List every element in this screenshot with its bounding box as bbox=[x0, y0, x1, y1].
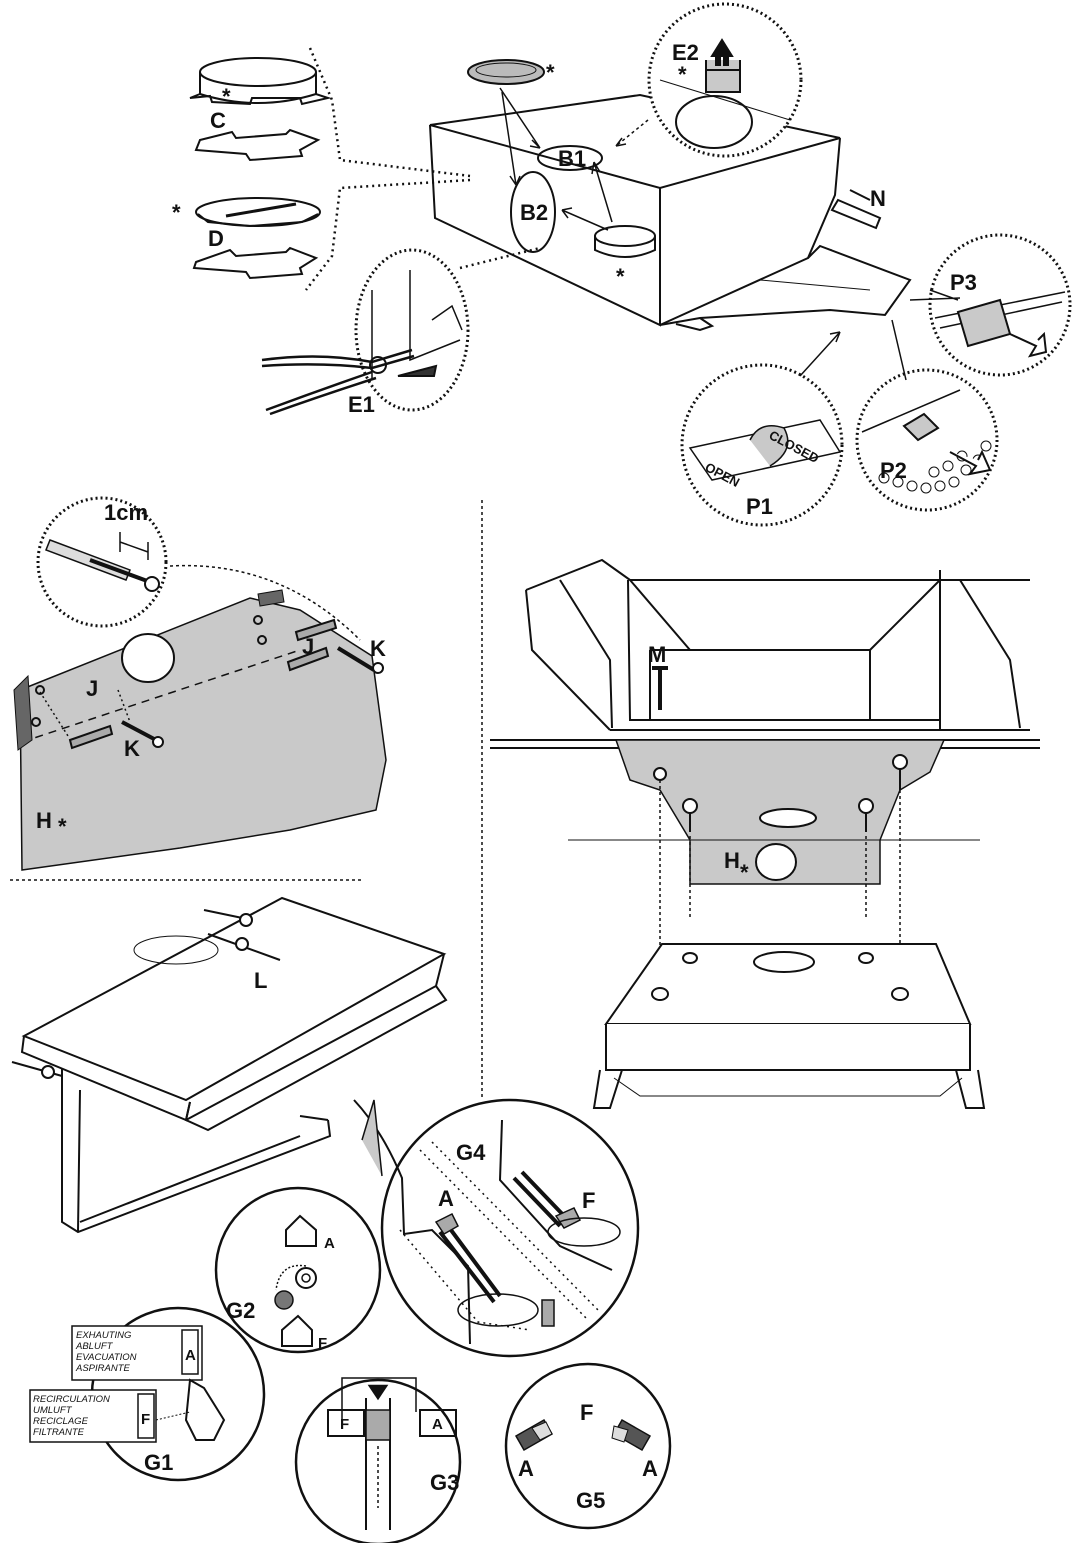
svg-text:ASPIRANTE: ASPIRANTE bbox=[75, 1363, 131, 1374]
label-g2: G2 bbox=[226, 1298, 255, 1323]
label-g2-a: A bbox=[324, 1235, 335, 1252]
label-g5: G5 bbox=[576, 1488, 605, 1513]
template-sheet-h bbox=[19, 597, 387, 871]
detail-p1 bbox=[680, 331, 844, 527]
label-g5-f: F bbox=[580, 1400, 593, 1425]
label-k-right: K bbox=[370, 636, 386, 661]
label-star-h-ceiling: * bbox=[740, 860, 749, 885]
label-e2: E2 bbox=[672, 40, 699, 65]
g1-recirc-tag bbox=[29, 1389, 157, 1443]
ceiling-screws bbox=[652, 666, 908, 832]
adaptor-d-drawing bbox=[192, 197, 321, 280]
label-m: M bbox=[648, 642, 666, 667]
label-h-ceiling: H bbox=[724, 848, 740, 873]
label-1cm: 1cm bbox=[104, 500, 148, 525]
label-e1: E1 bbox=[348, 392, 375, 417]
label-c: C bbox=[210, 108, 226, 133]
hood-body-front bbox=[592, 943, 986, 1109]
detail-e2 bbox=[647, 2, 803, 158]
panel-wall-plate bbox=[10, 496, 387, 881]
detail-g4 bbox=[380, 1098, 640, 1358]
detail-g3 bbox=[294, 1378, 462, 1543]
g1-exhaust-tag bbox=[71, 1325, 203, 1381]
wall-anchors-j bbox=[68, 618, 338, 750]
label-g1-f: F bbox=[141, 1411, 150, 1428]
detail-e1 bbox=[261, 246, 541, 416]
label-g4-f: F bbox=[582, 1188, 595, 1213]
label-j-right: J bbox=[302, 634, 314, 659]
label-k-left: K bbox=[124, 736, 140, 761]
panel-selector-details bbox=[29, 1098, 672, 1543]
outlet-b2 bbox=[510, 171, 556, 253]
hood-fixing-screws-l bbox=[11, 909, 281, 1079]
label-d: D bbox=[208, 226, 224, 251]
label-g3-f: F bbox=[340, 1416, 349, 1433]
panel-top-assembly bbox=[189, 2, 1072, 527]
pliers bbox=[261, 348, 415, 416]
g1-recirc-text: RECIRCULATION UMLUFT RECICLAGE FILTRANTE bbox=[33, 1394, 110, 1438]
wall-cabinet bbox=[490, 558, 1040, 749]
detail-1cm bbox=[36, 496, 361, 641]
alignment-lines bbox=[659, 780, 901, 960]
svg-text:RECIRCULATION: RECIRCULATION bbox=[33, 1394, 110, 1405]
detail-g5 bbox=[504, 1362, 672, 1530]
svg-text:RECICLAGE: RECICLAGE bbox=[33, 1416, 89, 1427]
panel-cabinet-mount bbox=[481, 500, 1040, 1109]
label-g5-a-left: A bbox=[518, 1456, 534, 1481]
flat-adaptor-drawing bbox=[467, 59, 545, 85]
adaptor-c-drawing bbox=[189, 57, 332, 162]
label-g4-a: A bbox=[438, 1186, 454, 1211]
label-p2: P2 bbox=[880, 458, 907, 483]
label-star-round: * bbox=[616, 264, 625, 289]
detail-p2 bbox=[855, 319, 999, 512]
label-j-left: J bbox=[86, 676, 98, 701]
label-l: L bbox=[254, 968, 267, 993]
label-star-flat: * bbox=[546, 60, 555, 85]
label-b1: B1 bbox=[558, 146, 586, 171]
label-g3: G3 bbox=[430, 1470, 459, 1495]
label-g4: G4 bbox=[456, 1140, 486, 1165]
svg-text:EXHAUTING: EXHAUTING bbox=[76, 1330, 131, 1341]
label-star-d: * bbox=[172, 200, 181, 225]
label-g3-a: A bbox=[432, 1416, 443, 1433]
box-arrows bbox=[499, 87, 649, 231]
label-g1: G1 bbox=[144, 1450, 173, 1475]
g1-exhaust-text: EXHAUTING ABLUFT EVACUATION ASPIRANTE bbox=[75, 1330, 137, 1374]
label-g2-f: F bbox=[318, 1335, 327, 1352]
label-star-e2: * bbox=[678, 62, 687, 87]
adaptor-bracket bbox=[305, 47, 471, 291]
label-g5-a-right: A bbox=[642, 1456, 658, 1481]
label-g1-a: A bbox=[185, 1347, 196, 1364]
outlet-b1 bbox=[537, 145, 603, 171]
label-star-c: * bbox=[222, 84, 231, 109]
label-n: N bbox=[870, 186, 886, 211]
label-star-h-wall: * bbox=[58, 814, 67, 839]
svg-text:UMLUFT: UMLUFT bbox=[33, 1405, 73, 1416]
label-p1: P1 bbox=[746, 494, 773, 519]
detail-p3 bbox=[909, 233, 1072, 377]
svg-text:EVACUATION: EVACUATION bbox=[76, 1352, 137, 1363]
label-b2: B2 bbox=[520, 200, 548, 225]
label-p3: P3 bbox=[950, 270, 977, 295]
wall-screws-k bbox=[121, 646, 384, 748]
detail-g2 bbox=[214, 1186, 382, 1354]
panel-hood-mount bbox=[11, 896, 448, 1234]
label-h-wall: H bbox=[36, 808, 52, 833]
svg-text:FILTRANTE: FILTRANTE bbox=[33, 1427, 85, 1438]
svg-text:ABLUFT: ABLUFT bbox=[75, 1341, 114, 1352]
